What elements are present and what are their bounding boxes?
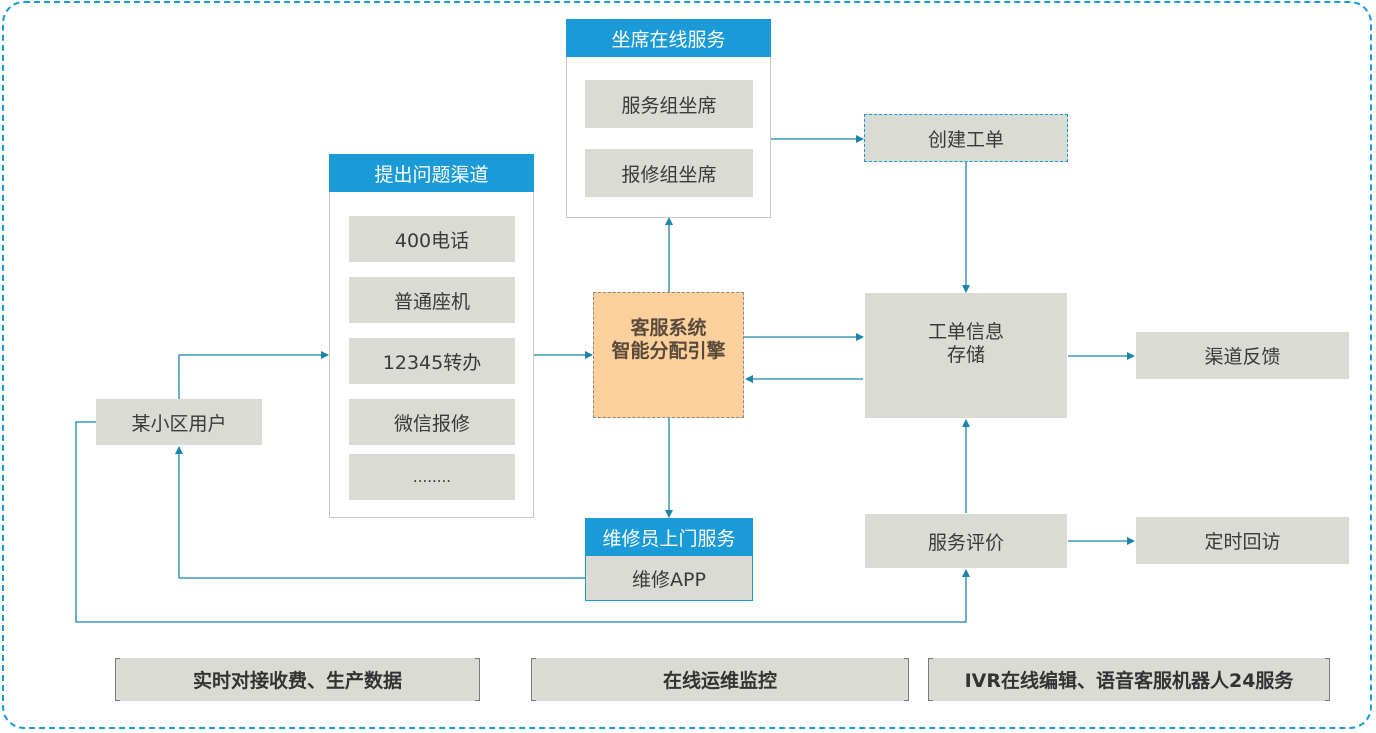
agent-service-panel: 坐席在线服务 服务组坐席 报修组坐席	[566, 19, 771, 218]
ticket-storage-line2: 存储	[946, 343, 985, 366]
agent-group-item[interactable]: 报修组坐席	[585, 149, 753, 197]
dispatch-engine-node[interactable]: 客服系统 智能分配引擎	[593, 292, 744, 418]
channel-item-label: 微信报修	[393, 412, 470, 435]
feature-online-monitoring[interactable]: 在线运维监控	[531, 658, 909, 701]
agent-group-item[interactable]: 服务组坐席	[585, 80, 753, 128]
channel-item[interactable]: 普通座机	[349, 277, 515, 323]
bracket-left	[531, 658, 536, 701]
repair-service-panel: 维修员上门服务 维修APP	[585, 518, 753, 601]
bracket-left	[115, 658, 120, 701]
agent-group-label: 服务组坐席	[621, 94, 717, 117]
create-ticket-label: 创建工单	[927, 128, 1004, 151]
engine-label-line2: 智能分配引擎	[611, 340, 726, 362]
community-user-label: 某小区用户	[131, 412, 227, 435]
community-user-node[interactable]: 某小区用户	[96, 399, 262, 445]
repair-app-label: 维修APP	[632, 568, 706, 591]
service-rating-node[interactable]: 服务评价	[865, 514, 1067, 568]
bracket-right	[1325, 658, 1330, 701]
channel-feedback-label: 渠道反馈	[1204, 346, 1281, 368]
engine-label-line1: 客服系统	[630, 317, 707, 339]
channel-item-more[interactable]: ........	[349, 454, 515, 500]
feature-label: 实时对接收费、生产数据	[192, 670, 402, 692]
ticket-storage-line1: 工单信息	[927, 320, 1004, 343]
channel-feedback-node[interactable]: 渠道反馈	[1136, 332, 1349, 379]
feature-realtime-data[interactable]: 实时对接收费、生产数据	[115, 658, 480, 701]
channel-item-label: 12345转办	[382, 351, 482, 374]
service-rating-label: 服务评价	[927, 531, 1004, 554]
feature-label: IVR在线编辑、语音客服机器人24服务	[964, 670, 1294, 692]
bracket-right	[904, 658, 909, 701]
channels-panel-title: 提出问题渠道	[374, 163, 489, 186]
connector-repair-to-user	[175, 446, 585, 579]
create-ticket-node[interactable]: 创建工单	[864, 114, 1068, 162]
channel-item[interactable]: 微信报修	[349, 399, 515, 445]
channels-panel: 提出问题渠道 400电话 普通座机 12345转办 微信报修 ........	[329, 154, 534, 518]
channels-panel-header: 提出问题渠道	[329, 154, 534, 192]
agent-group-label: 报修组坐席	[621, 163, 717, 186]
feature-label: 在线运维监控	[662, 670, 777, 692]
connector-user-to-rating	[75, 421, 970, 623]
channel-item-label: ........	[412, 468, 452, 486]
agent-service-panel-header: 坐席在线服务	[566, 19, 771, 57]
channel-item[interactable]: 400电话	[349, 216, 515, 262]
channel-item-label: 400电话	[394, 229, 470, 252]
repair-app-node[interactable]: 维修APP	[586, 556, 752, 600]
ticket-storage-node[interactable]: 工单信息 存储	[865, 293, 1067, 418]
repair-service-header: 维修员上门服务	[585, 518, 753, 556]
scheduled-callback-label: 定时回访	[1204, 531, 1281, 553]
scheduled-callback-node[interactable]: 定时回访	[1136, 517, 1349, 564]
connector-user-to-channels	[178, 351, 329, 399]
repair-service-title: 维修员上门服务	[602, 527, 736, 550]
bracket-left	[928, 658, 933, 701]
agent-service-panel-title: 坐席在线服务	[611, 28, 726, 51]
channel-item[interactable]: 12345转办	[349, 338, 515, 384]
bracket-right	[475, 658, 480, 701]
channel-item-label: 普通座机	[393, 290, 470, 313]
feature-ivr-robot[interactable]: IVR在线编辑、语音客服机器人24服务	[928, 658, 1330, 701]
